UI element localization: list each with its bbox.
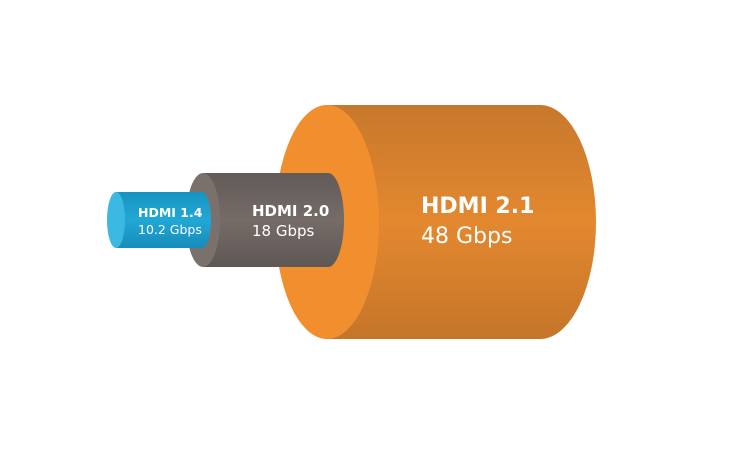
- hdmi-1-4-cylinder-face: [107, 192, 125, 248]
- hdmi-1-4-label: HDMI 1.4: [138, 205, 203, 220]
- hdmi-1-4-bandwidth: 10.2 Gbps: [138, 222, 202, 237]
- hdmi-1-4-cylinder: [107, 192, 211, 248]
- hdmi-1-4-cylinder-body: [116, 192, 202, 248]
- hdmi-2-1-bandwidth: 48 Gbps: [421, 224, 512, 249]
- hdmi-2-0-bandwidth: 18 Gbps: [252, 222, 315, 240]
- hdmi-2-1-label: HDMI 2.1: [421, 194, 534, 219]
- hdmi-2-0-cylinder-body: [203, 173, 328, 267]
- hdmi-2-0-label: HDMI 2.0: [252, 202, 329, 220]
- hdmi-2-1-cylinder: [275, 105, 596, 339]
